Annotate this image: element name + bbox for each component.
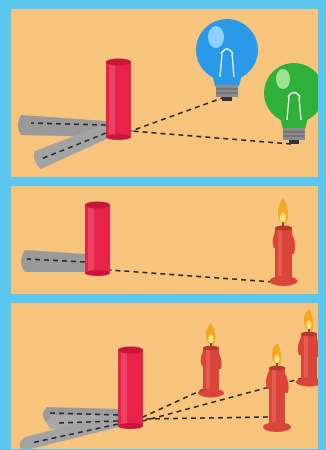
ray-green-to-tube [130,130,292,145]
candle-icon [198,323,224,398]
ray-candle-1 [142,388,205,418]
light-rays [26,258,274,283]
tube [85,201,110,276]
green-light-bulb-icon [264,63,318,144]
ray-shadow-1 [48,412,119,416]
tube [106,58,131,140]
panel-three-candles [11,303,318,449]
panel-bulbs [11,9,318,177]
ray-shadow-lower [40,132,107,160]
ray-shadow-upper [30,122,107,126]
panel-bulbs-drawing [18,19,318,169]
blue-light-bulb-icon [196,19,258,101]
ray-shadow-2 [56,420,119,424]
panel-single-candle-drawing [21,198,298,286]
light-rays [30,96,292,160]
shadow-upper [18,115,107,137]
ray-candle-to-tube [109,269,274,283]
ray-blue-to-tube [130,96,226,132]
ray-shadow [26,258,86,263]
candle-icon [296,309,318,387]
tube [118,346,143,429]
candle-icon [263,343,291,432]
ray-candle-2 [142,416,269,420]
candle-icon [269,198,298,286]
ray-shadow-3 [30,423,119,444]
panel-single-candle [11,186,318,294]
panel-three-candles-drawing [19,309,318,449]
